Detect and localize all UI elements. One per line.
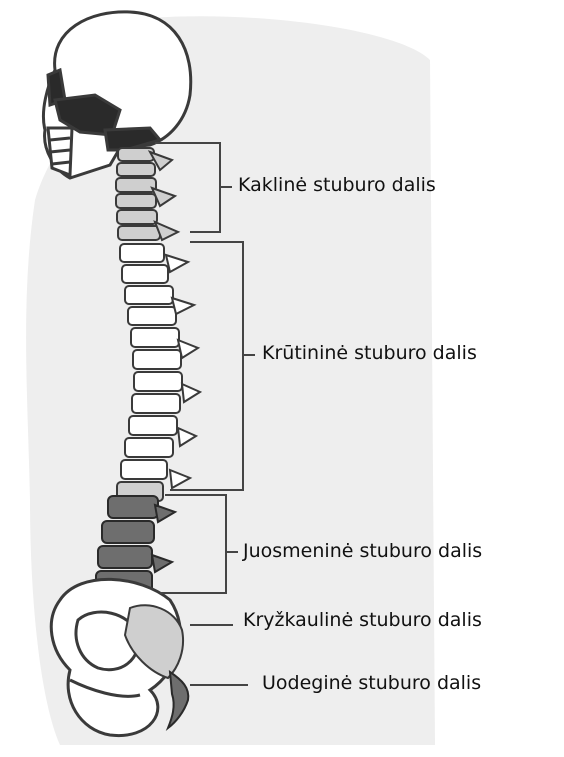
label-lumbar: Juosmeninė stuburo dalis: [243, 542, 482, 561]
label-sacral: Kryžkaulinė stuburo dalis: [243, 611, 482, 630]
label-coccyx: Uodeginė stuburo dalis: [262, 674, 481, 693]
label-thoracic: Krūtininė stuburo dalis: [262, 344, 477, 363]
label-cervical: Kaklinė stuburo dalis: [238, 176, 436, 195]
